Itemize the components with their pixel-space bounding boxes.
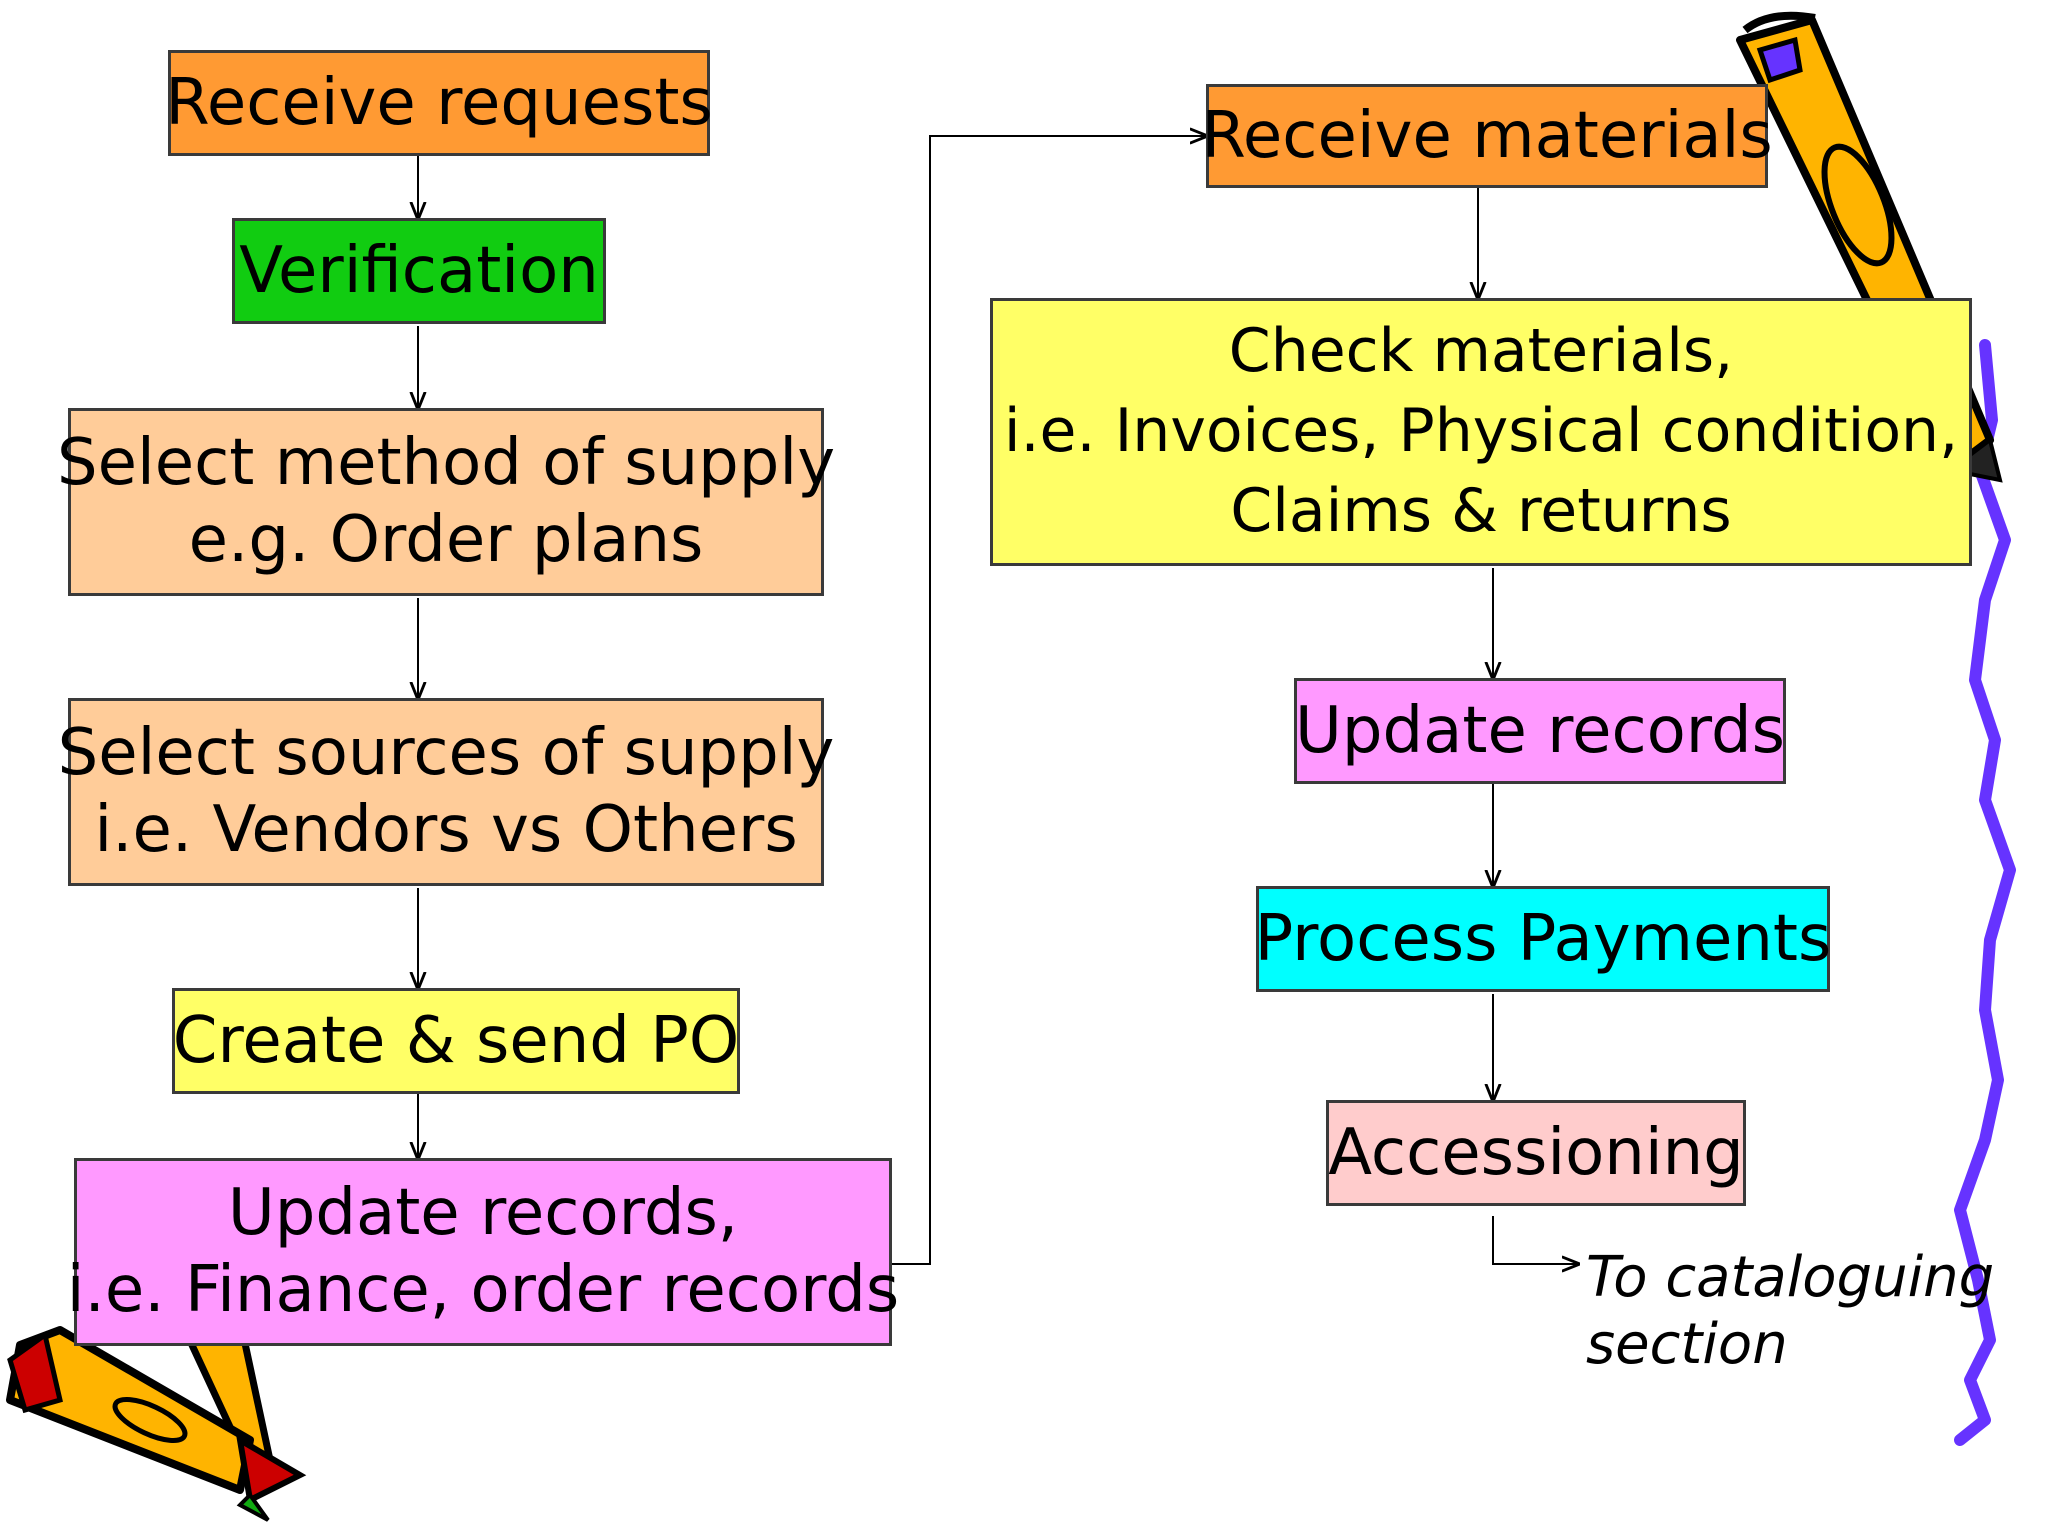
update-records-finance-box: Update records, i.e. Finance, order reco… xyxy=(67,1158,899,1346)
create-po-label: Create & send PO xyxy=(172,1003,740,1078)
update-records-finance-line-2: i.e. Finance, order records xyxy=(66,1253,900,1327)
receive-materials-box: Receive materials xyxy=(1201,84,1773,188)
verification-box: Verification xyxy=(232,218,606,324)
receive-materials-label: Receive materials xyxy=(1201,98,1773,173)
select-sources-line-2: i.e. Vendors vs Others xyxy=(94,793,798,867)
select-method-line-2: e.g. Order plans xyxy=(188,503,704,577)
receive-requests-label: Receive requests xyxy=(165,65,713,140)
cataloguing-note: To cataloguing section xyxy=(1586,1244,1995,1378)
select-sources-line-1: Select sources of supply xyxy=(57,716,835,791)
check-materials-line-3: Claims & returns xyxy=(1230,475,1732,546)
cataloguing-note-line-1: To cataloguing xyxy=(1586,1245,1995,1310)
check-materials-line-1: Check materials, xyxy=(1228,316,1734,387)
select-method-line-1: Select method of supply xyxy=(56,426,836,501)
crayons-icon xyxy=(6,1316,307,1522)
accessioning-box: Accessioning xyxy=(1326,1100,1746,1206)
select-sources-box: Select sources of supply i.e. Vendors vs… xyxy=(58,698,834,886)
select-method-box: Select method of supply e.g. Order plans xyxy=(57,408,835,596)
cataloguing-note-line-2: section xyxy=(1586,1312,1788,1378)
arrow-accessioning-to-cataloguing xyxy=(1492,1216,1578,1264)
process-payments-box: Process Payments xyxy=(1254,886,1832,992)
update-records-box: Update records xyxy=(1294,678,1786,784)
process-payments-label: Process Payments xyxy=(1254,901,1832,976)
create-po-box: Create & send PO xyxy=(172,988,740,1094)
verification-label: Verification xyxy=(239,233,599,308)
check-materials-line-2: i.e. Invoices, Physical condition, xyxy=(1003,396,1959,467)
update-records-label: Update records xyxy=(1295,693,1785,768)
receive-requests-box: Receive requests xyxy=(165,50,713,156)
update-records-finance-line-1: Update records, xyxy=(227,1176,739,1251)
arrow-update-to-receive-materials xyxy=(892,136,1206,1265)
check-materials-box: Check materials, i.e. Invoices, Physical… xyxy=(990,298,1972,566)
squiggle-line xyxy=(1954,339,2016,1446)
accessioning-label: Accessioning xyxy=(1328,1115,1744,1190)
